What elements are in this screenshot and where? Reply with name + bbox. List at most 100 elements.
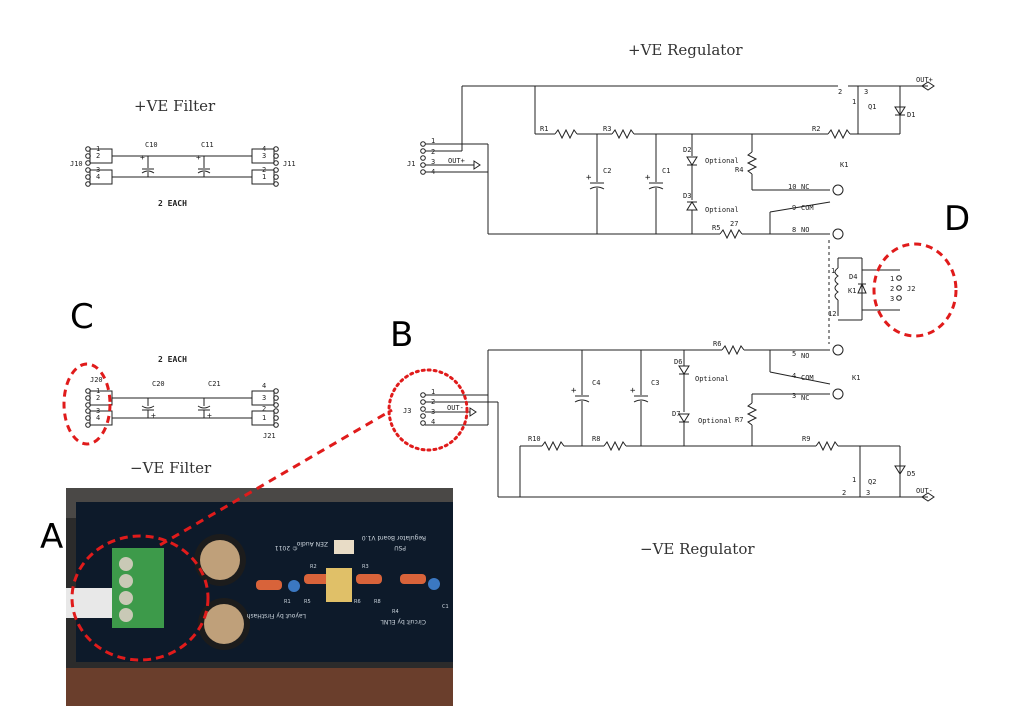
svg-text:1: 1 — [852, 476, 856, 484]
svg-text:3: 3 — [864, 88, 868, 96]
c1-label: C1 — [662, 167, 670, 175]
svg-text:1: 1 — [262, 414, 266, 422]
svg-text:+: + — [630, 386, 636, 396]
callout-d: D — [944, 199, 970, 239]
svg-text:2: 2 — [890, 285, 894, 293]
c20-label: C20 — [152, 380, 165, 388]
svg-text:Optional: Optional — [698, 417, 732, 425]
svg-text:2: 2 — [96, 394, 100, 402]
r10-label: R10 — [528, 435, 541, 443]
r3-label: R3 — [603, 125, 611, 133]
callout-b: B — [390, 315, 413, 355]
j1-label: J1 — [407, 160, 415, 168]
q2-label: Q2 — [868, 478, 876, 486]
k1-coil-label: K1 — [848, 287, 856, 295]
svg-text:10: 10 — [788, 183, 796, 191]
d3-label: D3 — [683, 192, 691, 200]
d1-label: D1 — [907, 111, 915, 119]
svg-text:+: + — [207, 411, 212, 420]
neg-filter-circuit: + + 1 2 3 4 4 3 2 1 J20 J21 C20 C21 — [85, 376, 279, 440]
r8-label: R8 — [592, 435, 600, 443]
svg-text:+: + — [586, 173, 592, 183]
d4-label: D4 — [849, 273, 857, 281]
svg-text:Optional: Optional — [705, 157, 739, 165]
svg-text:1: 1 — [96, 145, 100, 153]
j20-label: J20 — [90, 376, 103, 384]
k1-top-label: K1 — [840, 161, 848, 169]
r5-label: R5 — [712, 224, 720, 232]
j10-label: J10 — [70, 160, 83, 168]
r6-label: R6 — [713, 340, 721, 348]
svg-text:COM: COM — [801, 374, 814, 382]
terminal-block — [112, 548, 164, 628]
svg-text:2: 2 — [838, 88, 842, 96]
svg-text:OUT+: OUT+ — [448, 157, 465, 165]
board-text-layout: Layout by FirstHash — [246, 612, 306, 619]
svg-text:R2: R2 — [310, 564, 317, 570]
svg-text:3: 3 — [262, 152, 266, 160]
svg-text:R1: R1 — [284, 599, 291, 605]
r5-value: 27 — [730, 220, 738, 228]
j2-label: J2 — [907, 285, 915, 293]
svg-text:NO: NO — [801, 226, 809, 234]
svg-text:COM: COM — [801, 204, 814, 212]
k1-bottom-label: K1 — [852, 374, 860, 382]
j21-label: J21 — [263, 432, 276, 440]
svg-text:3: 3 — [262, 394, 266, 402]
svg-text:R8: R8 — [374, 599, 381, 605]
svg-text:1: 1 — [890, 275, 894, 283]
svg-text:3: 3 — [866, 489, 870, 497]
svg-text:+: + — [571, 386, 577, 396]
svg-text:1: 1 — [831, 267, 835, 275]
board-text-regulator: Regulator Board V1.0 — [362, 534, 426, 541]
d5-label: D5 — [907, 470, 915, 478]
pos-filter-circuit: + + 1 2 3 4 4 3 2 1 J10 J11 C10 C11 — [70, 141, 296, 187]
svg-text:Optional: Optional — [695, 375, 729, 383]
each-label-bottom: 2 EACH — [158, 355, 187, 364]
neg-regulator-circuit: J3 1 2 3 4 OUT- R6 + C4 + C3 — [403, 340, 935, 502]
svg-text:2: 2 — [262, 166, 266, 174]
r4-label: R4 — [735, 166, 743, 174]
pos-filter-title: +VE Filter — [134, 97, 216, 115]
svg-text:2: 2 — [262, 405, 266, 413]
svg-text:2: 2 — [842, 489, 846, 497]
svg-text:+: + — [140, 153, 145, 162]
svg-text:R4: R4 — [392, 609, 399, 615]
svg-text:R5: R5 — [304, 599, 311, 605]
svg-text:2: 2 — [96, 152, 100, 160]
pos-regulator-title: +VE Regulator — [628, 41, 743, 59]
board-text-psu: PSU — [394, 544, 406, 551]
pcb-photo: ZEN Audio PSU Regulator Board V1.0 Layou… — [66, 488, 453, 706]
c2-label: C2 — [603, 167, 611, 175]
svg-text:1: 1 — [431, 137, 435, 145]
neg-regulator-title: −VE Regulator — [640, 540, 755, 558]
svg-text:Optional: Optional — [705, 206, 739, 214]
relay-coil-circuit: 1 12 K1 D4 1 2 3 J2 — [828, 240, 915, 344]
svg-text:3: 3 — [96, 166, 100, 174]
out-plus-label: OUT+ — [916, 76, 933, 84]
svg-text:C1: C1 — [442, 604, 449, 610]
board-text-circuit: Circuit by ELNL — [380, 618, 426, 625]
d7-label: D7 — [672, 410, 680, 418]
svg-text:8: 8 — [792, 226, 796, 234]
svg-text:+: + — [151, 411, 156, 420]
svg-text:12: 12 — [828, 310, 836, 318]
svg-text:5: 5 — [792, 350, 796, 358]
j11-label: J11 — [283, 160, 296, 168]
svg-text:R6: R6 — [354, 599, 361, 605]
svg-text:3: 3 — [792, 392, 796, 400]
c10-label: C10 — [145, 141, 158, 149]
r1-label: R1 — [540, 125, 548, 133]
svg-text:1: 1 — [262, 173, 266, 181]
out-minus-label: OUT- — [916, 487, 933, 495]
svg-text:9: 9 — [792, 204, 796, 212]
board-text-copyright: © 2011 — [275, 544, 298, 551]
c11-label: C11 — [201, 141, 214, 149]
svg-text:NC: NC — [801, 183, 809, 191]
svg-text:R3: R3 — [362, 564, 369, 570]
svg-text:NO: NO — [801, 352, 809, 360]
svg-text:4: 4 — [262, 382, 266, 390]
j3-label: J3 — [403, 407, 411, 415]
callout-c: C — [70, 297, 94, 337]
svg-text:+: + — [196, 153, 201, 162]
